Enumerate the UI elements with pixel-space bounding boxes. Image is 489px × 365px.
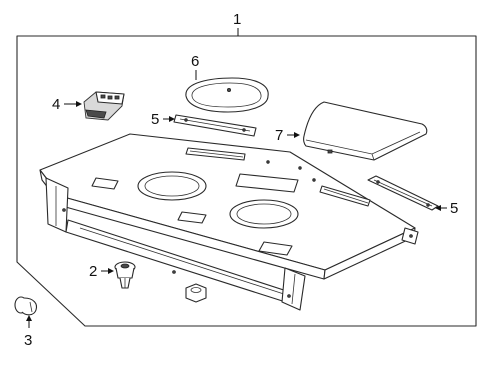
rear-shelf-panel [39,133,419,311]
shelf-openings [91,147,371,256]
callout-6-label: 6 [191,53,199,70]
callout-5b-label: 5 [450,200,458,217]
shelf-extension-panel [303,101,428,161]
callout-4-label: 4 [52,96,60,113]
hex-nut [185,283,207,303]
callout-1-label: 1 [233,11,241,28]
push-retainer [114,261,136,289]
callout-5a-label: 5 [151,111,159,128]
speaker-cover [185,77,269,113]
callout-7-label: 7 [275,127,283,144]
callout-3-label: 3 [24,332,32,349]
assembly-boundary [16,35,477,327]
trim-strip-upper [173,114,257,137]
stop-lamp-housing [83,91,125,121]
callout-2-label: 2 [89,263,97,280]
trim-strip-right [367,175,439,211]
retaining-clip [14,296,38,316]
